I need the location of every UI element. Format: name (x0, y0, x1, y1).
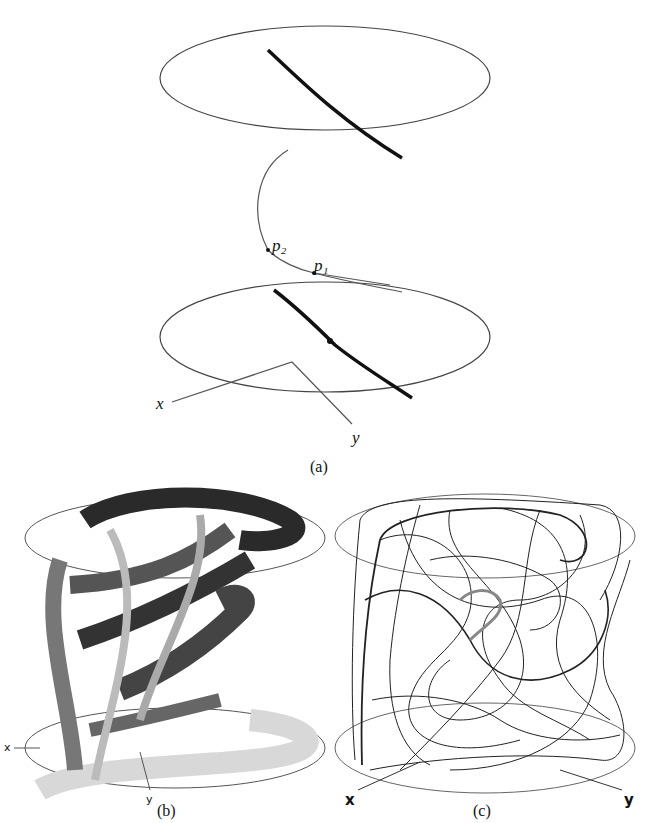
trajectory (372, 696, 620, 740)
point (266, 248, 270, 252)
axis-label: p₁ (314, 256, 328, 276)
axis-label: x (345, 791, 355, 809)
ribbon (95, 530, 127, 780)
trajectory (380, 535, 520, 748)
axis-label: p₂ (272, 236, 286, 256)
trajectory (430, 556, 560, 630)
panel-label: (c) (473, 802, 491, 820)
point (327, 338, 333, 344)
axis-label: y (146, 793, 153, 806)
trajectory (390, 505, 430, 765)
axis-label: y (624, 791, 634, 809)
trajectory (362, 508, 587, 765)
trajectory (483, 515, 590, 740)
trajectory (500, 508, 610, 720)
lower-curve (274, 290, 412, 398)
ribbon (140, 515, 201, 720)
panel-label: (b) (157, 802, 176, 820)
panel-a (160, 26, 490, 424)
upper-curve (268, 50, 402, 158)
axis-lines (358, 762, 622, 790)
lower-section (335, 703, 635, 793)
trajectory (365, 590, 608, 680)
axis-label: y (352, 428, 360, 448)
panel-c (335, 494, 635, 793)
trajectory (429, 510, 524, 720)
trajectory (258, 150, 402, 292)
axis-lines (172, 362, 352, 424)
axis-lines (14, 748, 150, 790)
trajectory (460, 591, 501, 640)
trajectory (400, 510, 540, 770)
axis-label: x (4, 741, 11, 754)
upper-section (335, 494, 635, 578)
panel-b (14, 498, 325, 791)
upper-section (160, 26, 490, 130)
axis-label: x (156, 394, 164, 414)
trajectory (400, 520, 598, 770)
panel-label: (a) (310, 458, 328, 476)
trajectory (352, 499, 620, 760)
